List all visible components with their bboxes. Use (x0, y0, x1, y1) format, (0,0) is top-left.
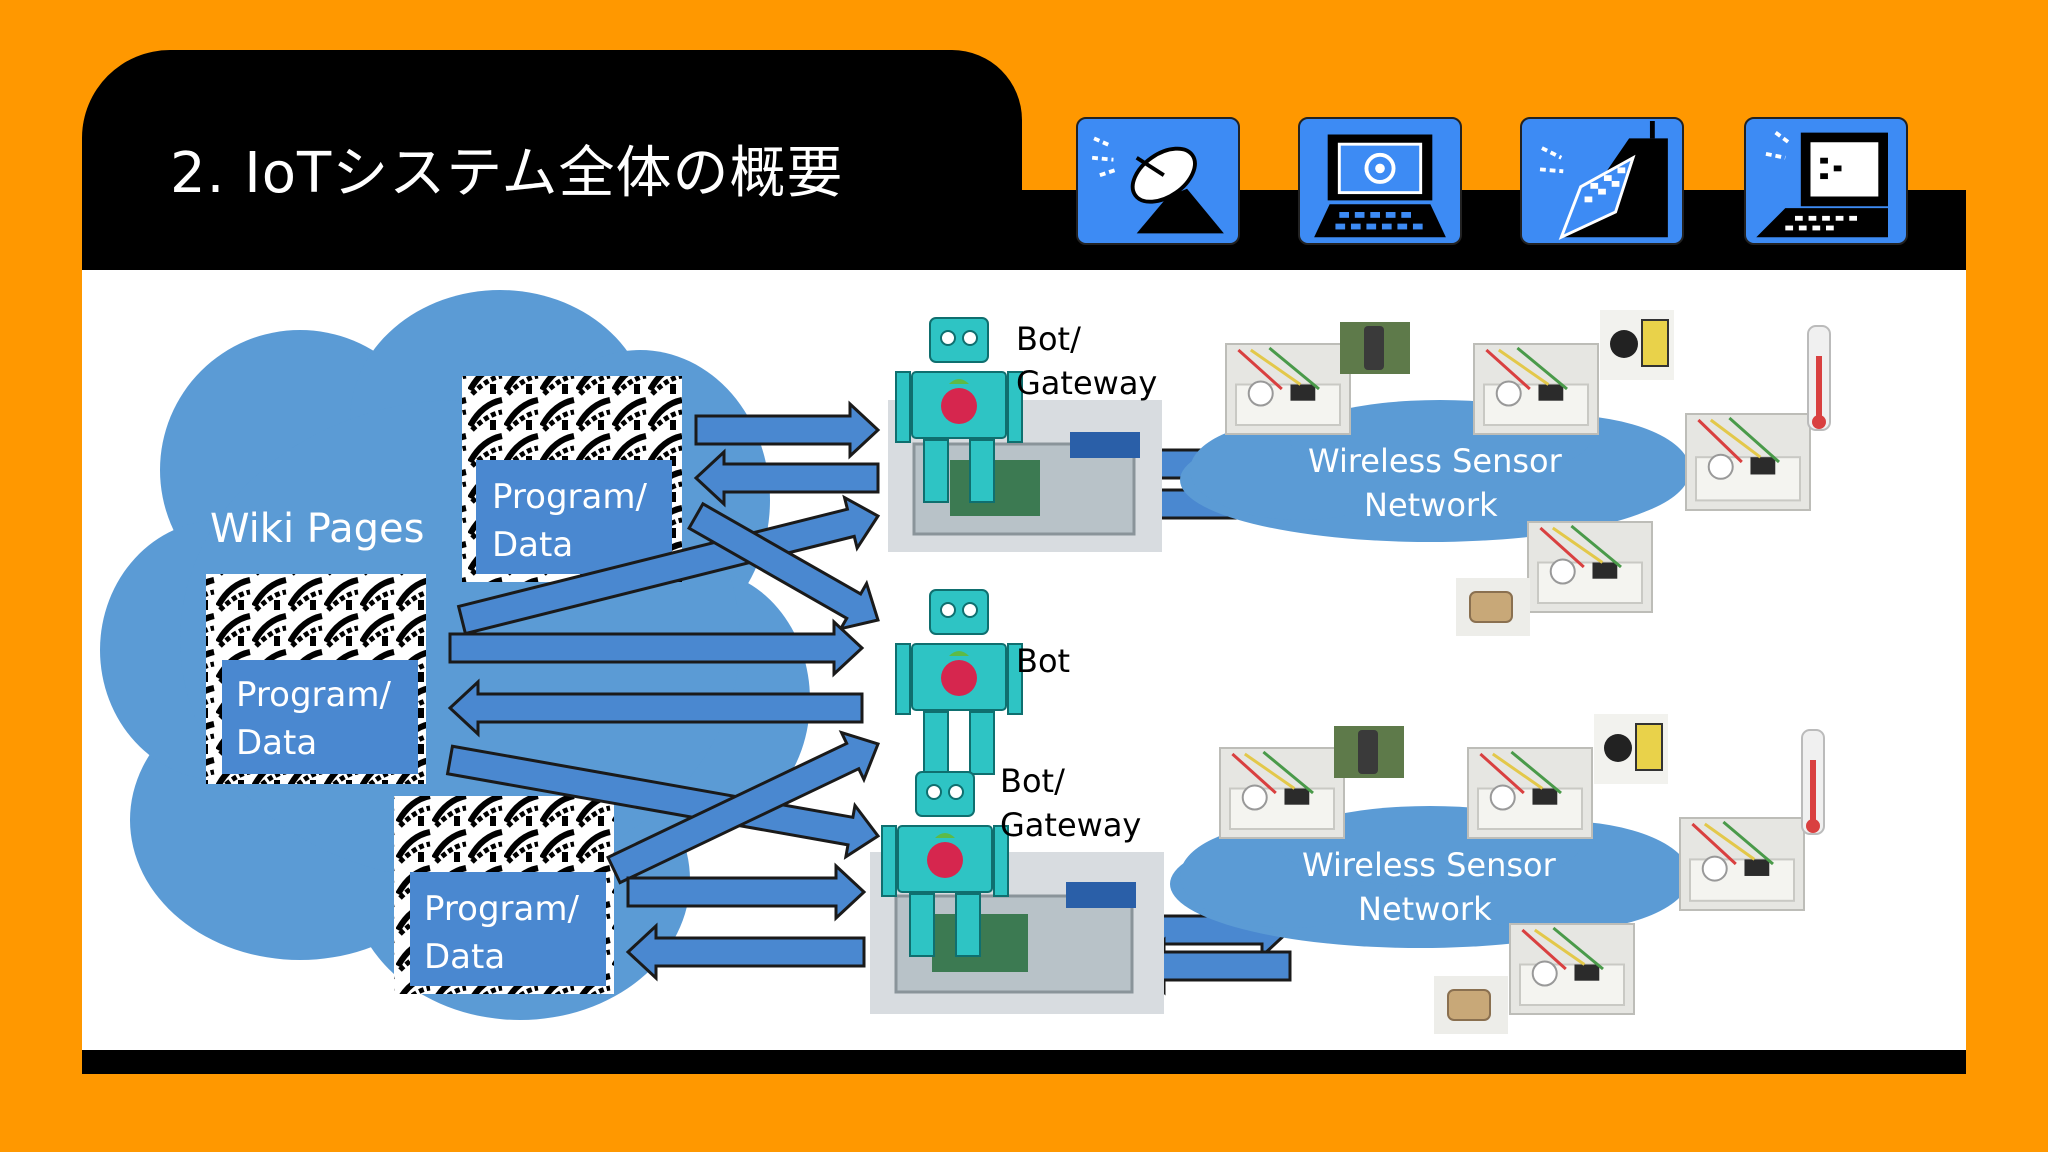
program-data-box-3: Program/ Data (394, 796, 614, 994)
sensor-board-photo (1473, 343, 1599, 435)
flow-arrow (626, 862, 867, 922)
robot-icon (881, 771, 1009, 957)
laptop-icon (1744, 117, 1908, 245)
bot-label-line2: Gateway (1000, 806, 1141, 844)
sensor-board-photo (1509, 923, 1635, 1015)
program-box-line2: Data (236, 723, 317, 763)
program-data-box-2: Program/ Data (206, 574, 426, 784)
computer-terminal-icon (1298, 117, 1462, 245)
program-box-line1: Program/ (236, 675, 391, 715)
thermometer-photo (1801, 729, 1825, 835)
flow-arrow (687, 501, 880, 631)
program-box-line1: Program/ (424, 889, 579, 929)
light-sensor-photo (1600, 310, 1674, 380)
cloud-label: Wiki Pages (210, 506, 424, 552)
flow-arrow (448, 618, 865, 678)
sensor-board-photo (1219, 747, 1345, 839)
program-data-box-1: Program/ Data (462, 376, 682, 582)
bot-label-line1: Bot/ (1016, 320, 1081, 358)
mobile-phone-icon (1520, 117, 1684, 245)
bot-label: Bot (1016, 642, 1070, 680)
flow-arrow (605, 730, 880, 885)
program-box-line2: Data (492, 525, 573, 565)
title-tab (82, 50, 1022, 270)
sensor-board-photo (1467, 747, 1593, 839)
program-box-line1: Program/ (492, 477, 647, 517)
flow-arrow (445, 744, 881, 860)
sensor-board-photo (1225, 343, 1351, 435)
program-box-line2: Data (424, 937, 505, 977)
network-label-line2: Network (1358, 890, 1492, 928)
sensor-board-photo (1527, 521, 1653, 613)
bot-label-line2: Gateway (1016, 364, 1157, 402)
flow-arrow (456, 494, 881, 636)
page-title: 2. IoTシステム全体の概要 (170, 141, 844, 206)
bottom-bar (82, 1050, 1966, 1074)
thermometer-photo (1807, 325, 1831, 431)
motor-photo (1456, 578, 1530, 636)
phone-photo (1340, 322, 1410, 374)
bot-label-line1: Bot/ (1000, 762, 1065, 800)
sensor-board-photo (1679, 817, 1805, 911)
flow-arrow (693, 448, 880, 508)
motor-photo (1434, 976, 1508, 1034)
flow-arrow (625, 922, 866, 982)
robot-icon (895, 589, 1023, 775)
wireless-sensor-network-cloud-2 (1170, 806, 1690, 948)
network-label-line1: Wireless Sensor (1308, 442, 1563, 480)
phone-photo (1334, 726, 1404, 778)
network-label-line1: Wireless Sensor (1302, 846, 1557, 884)
light-sensor-photo (1594, 714, 1668, 784)
sensor-board-photo (1685, 413, 1811, 511)
flow-arrow (694, 400, 881, 460)
satellite-dish-icon (1076, 117, 1240, 245)
flow-arrow (447, 678, 864, 738)
network-label-line2: Network (1364, 486, 1498, 524)
robot-icon (895, 317, 1023, 503)
